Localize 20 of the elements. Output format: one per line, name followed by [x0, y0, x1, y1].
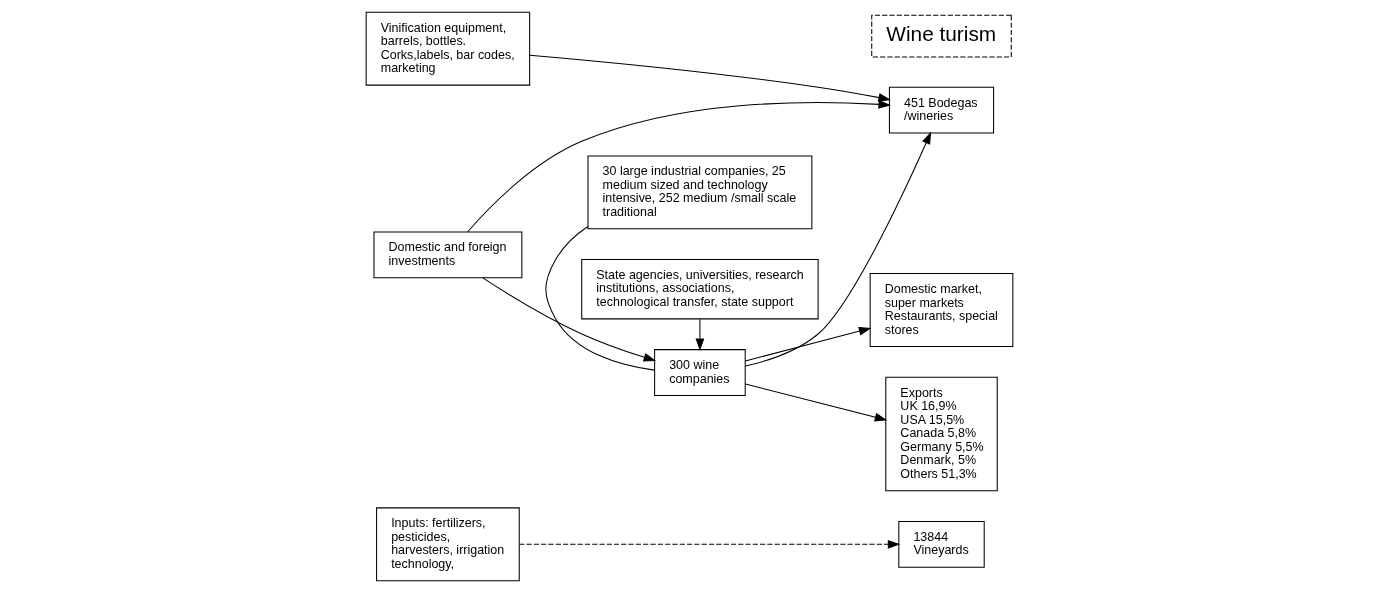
arrow — [744, 131, 931, 367]
node-box: Domestic and foreign investments — [372, 231, 522, 279]
node-box: Inputs: fertilizers, pesticides, harvesters, irrigation technology, — [375, 507, 520, 582]
node-box: 451 Bodegas /wineries — [888, 86, 994, 134]
node-box: Exports UK 16,9% USA 15,5% Canada 5,8% Germany 5,5% Denmark, 5% Others 51,3% — [884, 376, 998, 492]
arrow — [744, 383, 887, 422]
node-box: Vinification equipment, barrels, bottles. Corks,labels, bar codes, marketing — [365, 11, 530, 86]
arrow — [528, 54, 891, 102]
node-box: 30 large industrial companies, 25 medium sized and technology intensive, 252 medium /small scale traditional — [586, 155, 812, 230]
arrow — [518, 539, 900, 549]
node-box: Domestic market, super markets Restaurants, special stores — [869, 273, 1013, 347]
arrow — [481, 277, 656, 362]
node-box: 13844 Vineyards — [897, 520, 985, 568]
arrow — [744, 326, 871, 362]
node-box: State agencies, universities, research institutions, associations, technological transfer, state support — [580, 259, 819, 320]
node-box: Wine turism — [870, 14, 1012, 58]
arrow — [466, 99, 891, 233]
connector — [544, 226, 655, 371]
node-box: 300 wine companies — [653, 349, 746, 396]
arrow — [695, 318, 704, 351]
